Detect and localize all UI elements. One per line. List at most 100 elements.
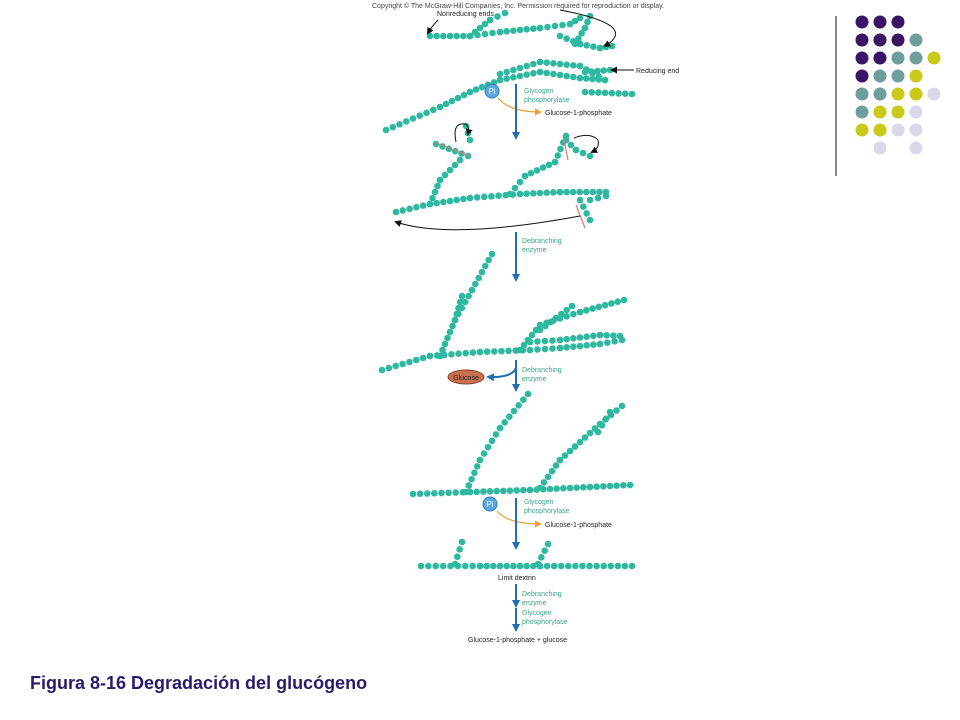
glucose-unit-dot (571, 17, 579, 25)
glucose-unit-dot (615, 90, 622, 97)
glucose-unit-dot (510, 562, 517, 570)
glucose-unit-dot (580, 203, 587, 210)
glucose-unit-dot (556, 456, 564, 464)
glucose-unit-dot (583, 42, 590, 49)
glucose-unit-dot (570, 62, 577, 69)
glucose-unit-dot (515, 402, 522, 409)
glucose-unit-dot (626, 481, 634, 489)
glucose-unit-dot (565, 562, 572, 570)
glucose-unit-dot (439, 346, 446, 354)
palette-dot (909, 105, 923, 119)
glucose-unit-dot (469, 562, 476, 570)
glucose-unit-dot (543, 189, 550, 196)
glucose-unit-dot (560, 485, 567, 492)
step5-enzyme-line1: Debranching (522, 591, 562, 598)
palette-dot (891, 123, 905, 137)
glucose-unit-dot (389, 123, 397, 131)
glucose-unit-dot (451, 316, 459, 324)
step3-enzyme-line1: Debranching (522, 367, 562, 374)
glucose-unit-dot (396, 120, 403, 128)
glucose-unit-dot (510, 74, 517, 81)
glucose-unit-dot (419, 354, 427, 362)
glucose-unit-dot (586, 196, 594, 204)
glucose-unit-dot (466, 136, 474, 144)
glucose-unit-dot (550, 60, 557, 67)
glucose-unit-dot (581, 24, 589, 32)
glucose-unit-dot (616, 332, 624, 340)
glucose-unit-dot (523, 71, 530, 78)
glucose-unit-dot (516, 562, 524, 570)
glucose-unit-dot (572, 146, 580, 154)
glucose-unit-dot (557, 145, 564, 153)
glucose-unit-dot (587, 68, 595, 75)
glucose-unit-dot (444, 334, 451, 342)
palette-dot (855, 69, 869, 83)
glucose-unit-dot (500, 487, 507, 495)
glucose-unit-dot (496, 562, 504, 570)
palette-dot (909, 51, 923, 65)
glucose-unit-dot (453, 196, 460, 204)
transfer-arrow-right (573, 134, 599, 153)
glucose-unit-dot (606, 482, 614, 490)
glucose-unit-dot (571, 443, 579, 450)
glucose-unit-dot (610, 332, 617, 339)
glucose-unit-dot (536, 326, 544, 334)
glucose-unit-dot (600, 562, 607, 570)
glucose-unit-dot (460, 32, 467, 40)
glucose-unit-dot (608, 89, 616, 97)
glucose-unit-dot (566, 484, 574, 492)
glucose-unit-dot (588, 88, 596, 96)
palette-dot (873, 87, 887, 101)
glucose-unit-dot (536, 24, 544, 32)
glucose-unit-dot (580, 484, 587, 491)
glucose-unit-dot (392, 208, 400, 216)
glucose-unit-dot (556, 32, 564, 40)
glucose-unit-dot (452, 489, 460, 496)
glucose-unit-dot (496, 424, 504, 432)
step6-enzyme-line1: Glycogen (522, 610, 552, 617)
glucose-unit-dot (563, 306, 570, 314)
glucose-unit-dot (614, 562, 622, 570)
glucose-unit-dot (488, 192, 495, 200)
glucose-unit-dot (466, 88, 474, 96)
glucose-unit-dot (576, 62, 584, 70)
glucose-unit-dot (544, 473, 552, 481)
glucose-unit-dot (596, 340, 604, 348)
glucose-unit-dot (573, 484, 580, 491)
glucose-unit-dot (576, 308, 584, 316)
glucose-unit-dot (462, 488, 470, 496)
glucose-unit-dot (542, 322, 549, 330)
glucose-unit-dot (586, 152, 594, 160)
cut-mark-3 (575, 204, 586, 229)
glucose-unit-dot (449, 322, 456, 330)
glucose-unit-dot (441, 171, 449, 179)
glucose-unit-dot (442, 100, 450, 108)
glucose-unit-dot (446, 32, 454, 40)
final-product: Glucose-1-phosphate + glucose (468, 637, 567, 644)
palette-dot (855, 51, 869, 65)
glucose-unit-dot (488, 437, 496, 445)
glucose-unit-dot (431, 489, 438, 497)
glucose-unit-dot (544, 540, 552, 548)
glucose-unit-dot (594, 67, 601, 75)
glucose-unit-dot (596, 44, 604, 52)
step4-enzyme-line1: Glycogen (524, 499, 554, 506)
glucose-unit-dot (436, 103, 444, 111)
glucose-unit-dot (557, 562, 565, 570)
glucose-unit-dot (483, 562, 490, 570)
glucose-unit-dot (471, 28, 479, 36)
glucose-unit-dot (473, 488, 480, 496)
glucose-unit-dot (516, 72, 524, 80)
phosphate-icon-2 (482, 496, 498, 512)
glucose-unit-dot (534, 560, 542, 568)
glucose-unit-dot (466, 32, 474, 40)
glucose-label: Glucose (453, 375, 479, 382)
glucose-unit-dot (576, 14, 584, 22)
glucose-unit-dot (475, 274, 482, 282)
glucose-unit-dot (490, 562, 497, 570)
glucose-unit-dot (441, 340, 449, 348)
glucose-unit-dot (468, 286, 476, 294)
palette-dot (909, 33, 923, 47)
glucose-unit-dot (521, 172, 529, 180)
glucose-unit-dot (552, 314, 560, 322)
